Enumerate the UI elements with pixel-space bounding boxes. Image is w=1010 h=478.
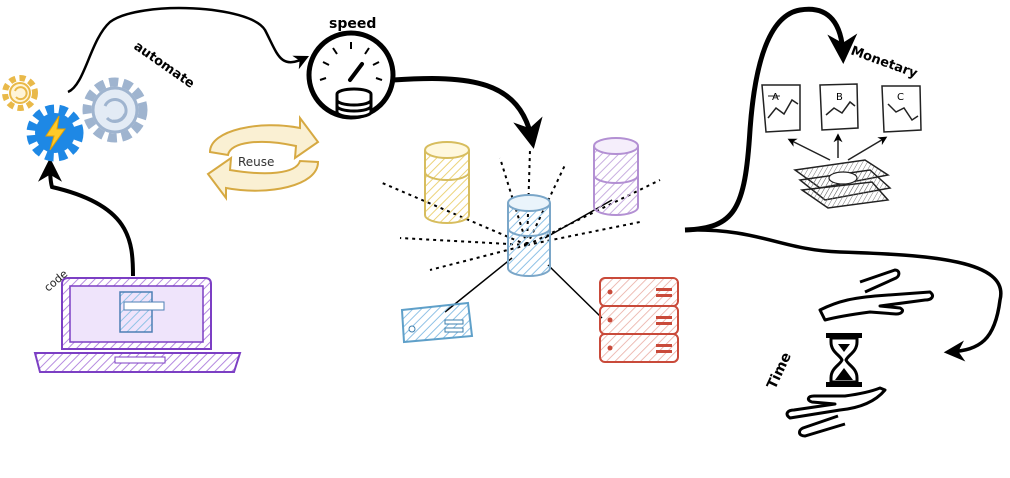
time-label: Time xyxy=(764,350,795,392)
gears-icon xyxy=(2,75,148,162)
speed-label: speed xyxy=(329,16,376,32)
doc-c-label: C xyxy=(897,92,904,103)
arrow-automate-to-speed xyxy=(67,6,310,94)
database-icon-yellow xyxy=(424,141,470,224)
reuse-icon xyxy=(206,115,320,201)
money-arrows xyxy=(787,133,888,161)
reuse-label: Reuse xyxy=(238,155,274,169)
monetary-label: Monetary xyxy=(849,44,920,82)
server-icon xyxy=(599,277,679,363)
card-icon xyxy=(400,301,474,344)
chart-document-icon-a: A xyxy=(761,84,801,133)
money-icon xyxy=(793,159,892,209)
arrow-speed-to-data xyxy=(392,76,543,149)
doc-a-label: A xyxy=(772,92,779,103)
chart-document-icon-b: B xyxy=(819,83,859,131)
laptop-icon xyxy=(33,277,242,373)
document-icon xyxy=(119,291,165,333)
chart-document-icon-c: C xyxy=(881,85,922,133)
automate-label: automate xyxy=(131,39,198,92)
speedometer-icon xyxy=(306,30,396,120)
lightning-icon xyxy=(45,115,66,151)
hourglass-icon xyxy=(826,333,862,387)
arrow-code-to-automate xyxy=(38,157,135,277)
database-icon-blue xyxy=(507,194,551,277)
arrow-to-time xyxy=(684,228,1003,362)
arrow-to-monetary xyxy=(684,6,858,233)
database-icon-purple xyxy=(593,137,639,216)
doc-b-label: B xyxy=(836,92,843,103)
hands-icon xyxy=(785,268,934,438)
